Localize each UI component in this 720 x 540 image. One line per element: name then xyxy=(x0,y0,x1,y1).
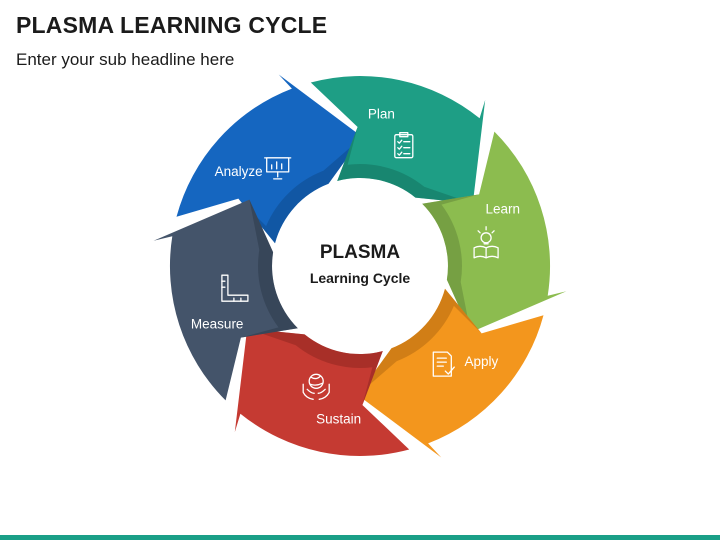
center-subtitle: Learning Cycle xyxy=(310,270,411,286)
hands-globe-icon xyxy=(302,373,330,400)
chart-presentation-icon xyxy=(264,157,292,180)
segment-label-apply: Apply xyxy=(465,354,499,369)
page-title: PLASMA LEARNING CYCLE xyxy=(16,12,328,38)
segment-analyze: Analyze xyxy=(176,74,363,244)
segment-shape xyxy=(176,74,363,244)
segment-shade xyxy=(422,194,480,333)
document-check-icon xyxy=(432,351,455,377)
center-title: PLASMA xyxy=(320,242,401,263)
segment-sustain: Sustain xyxy=(234,328,410,457)
segment-plan: Plan xyxy=(310,75,486,204)
segment-shade xyxy=(238,137,363,244)
book-lightbulb-icon xyxy=(473,226,499,259)
segment-label-measure: Measure xyxy=(191,317,244,332)
segment-label-learn: Learn xyxy=(486,201,521,216)
segment-shade xyxy=(240,199,298,338)
ruler-square-icon xyxy=(221,274,249,302)
segment-learn: Learn xyxy=(422,131,567,333)
segment-shade xyxy=(247,328,383,405)
segment-shade xyxy=(357,288,482,395)
segment-label-plan: Plan xyxy=(368,107,395,122)
clipboard-checklist-icon xyxy=(394,132,414,159)
segment-apply: Apply xyxy=(357,288,544,458)
segment-measure: Measure xyxy=(153,199,298,401)
segment-shade xyxy=(337,127,473,204)
segment-shape xyxy=(357,288,544,458)
page-subtitle: Enter your sub headline here xyxy=(16,50,235,69)
segment-label-analyze: Analyze xyxy=(215,164,263,179)
bottom-accent-bar xyxy=(0,535,720,540)
segment-label-sustain: Sustain xyxy=(316,412,361,427)
